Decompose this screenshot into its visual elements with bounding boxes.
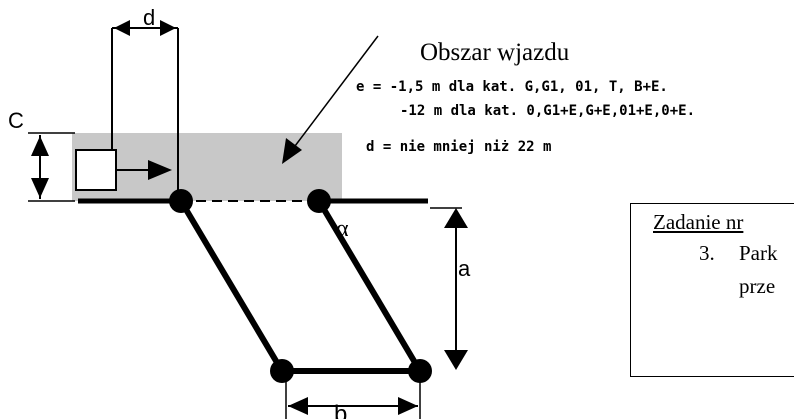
cone-top-right: [307, 189, 331, 213]
a-arrow-top: [444, 208, 468, 228]
bay-right-side: [316, 199, 423, 373]
dim-c-label: C: [8, 108, 24, 133]
b-arrow-right: [398, 397, 418, 415]
d-arrow-left: [114, 20, 130, 36]
e-rule-line1: e = -1,5 m dla kat. G,G1, 01, T, B+E.: [356, 79, 668, 95]
c-arrow-bottom: [31, 178, 49, 198]
task-item-number: 3.: [699, 241, 715, 265]
cone-bottom-right: [408, 359, 432, 383]
task-box: Zadanie nr 3. Park prze: [630, 203, 794, 377]
d-arrow-right: [160, 20, 176, 36]
area-leader-arrowhead: [282, 138, 302, 164]
angle-label: α: [336, 216, 349, 242]
cone-bottom-left: [270, 359, 294, 383]
vehicle-direction-arrowhead: [148, 160, 172, 180]
dim-d-label: d: [143, 5, 155, 30]
d-rule-line: d = nie mniej niż 22 m: [366, 139, 551, 155]
dim-b-label: b: [334, 401, 347, 419]
vehicle-box: [75, 149, 117, 191]
bay-left-side: [178, 199, 285, 373]
area-title: Obszar wjazdu: [420, 39, 570, 66]
cone-top-left: [169, 189, 193, 213]
a-arrow-bottom: [444, 350, 468, 370]
e-rule-line2: -12 m dla kat. 0,G1+E,G+E,01+E,0+E.: [400, 103, 695, 119]
task-title: Zadanie nr: [653, 210, 744, 234]
task-item-line2: prze: [739, 274, 776, 298]
b-arrow-left: [288, 397, 308, 415]
area-leader-line: [291, 35, 379, 151]
task-item-line1: Park: [739, 241, 778, 265]
c-arrow-top: [31, 136, 49, 156]
dim-a-label: a: [458, 256, 471, 281]
